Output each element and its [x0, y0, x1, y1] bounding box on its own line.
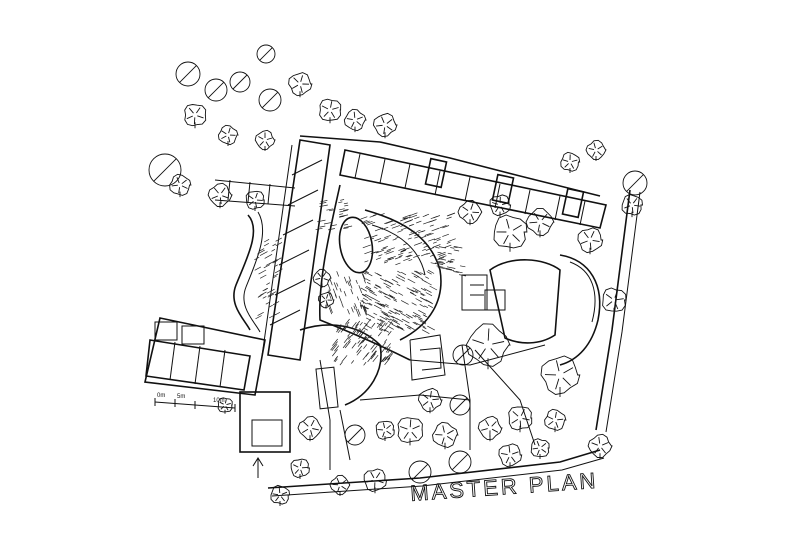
- tree-symbol-icon: [452, 344, 474, 366]
- tree-crown-icon: [432, 421, 459, 450]
- tree-crown-icon: [245, 190, 265, 211]
- east-curved-building: [461, 254, 601, 366]
- tree-crown-icon: [297, 415, 323, 442]
- scale-label-0: 0m: [157, 393, 165, 399]
- tree-crown-icon: [577, 227, 604, 255]
- tree-crown-icon: [417, 387, 443, 414]
- site-boundary: [267, 135, 641, 497]
- tree-crown-icon: [207, 182, 233, 209]
- tree-crown-icon: [329, 474, 351, 496]
- tree-crown-icon: [290, 458, 310, 479]
- drawing-title: MASTER PLAN: [409, 468, 599, 506]
- scale-label-10: 10m: [213, 398, 225, 404]
- tree-crown-icon: [169, 173, 192, 198]
- courtyard-hatching: [254, 199, 467, 366]
- tree-crown-icon: [184, 104, 207, 129]
- tree-crown-icon: [587, 433, 613, 460]
- tree-symbol-icon: [408, 460, 432, 484]
- tree-crown-icon: [621, 194, 644, 218]
- tree-crown-icon: [288, 72, 313, 98]
- tree-crown-icon: [525, 208, 555, 238]
- left-long-building: [261, 139, 331, 361]
- north-arrow-icon: [252, 457, 264, 478]
- tree-crown-icon: [540, 355, 581, 397]
- tree-crown-icon: [560, 151, 581, 173]
- tree-symbol-icon: [229, 71, 251, 93]
- tree-crown-icon: [372, 112, 398, 139]
- tree-symbol-icon: [148, 153, 182, 187]
- tree-symbol-icon: [448, 450, 472, 474]
- tree-crown-icon: [530, 438, 550, 459]
- scale-label-5: 5m: [177, 394, 185, 400]
- tree-crown-icon: [498, 443, 523, 469]
- tree-crown-icon: [217, 124, 239, 146]
- tree-crown-icon: [602, 287, 627, 315]
- tree-crown-icon: [489, 194, 512, 218]
- tree-crown-icon: [477, 415, 503, 442]
- left-wing-building: [144, 317, 291, 453]
- tree-symbol-icon: [344, 424, 366, 446]
- top-building-block: [339, 149, 607, 229]
- tree-crown-icon: [397, 417, 423, 446]
- tree-crown-icon: [375, 420, 395, 441]
- tree-crown-icon: [343, 108, 367, 133]
- tree-crown-icon: [457, 199, 483, 226]
- tree-symbol-icon: [622, 170, 648, 196]
- tree-crown-icon: [319, 98, 342, 124]
- tree-layer: [148, 44, 648, 506]
- tree-crown-icon: [493, 214, 528, 252]
- tree-crown-icon: [363, 468, 388, 494]
- central-courtyard-structure: [299, 184, 446, 406]
- tree-crown-icon: [465, 323, 511, 370]
- tree-crown-icon: [544, 408, 567, 433]
- tree-symbol-icon: [449, 394, 471, 416]
- scale-bar: 0m 5m 10m: [154, 393, 236, 412]
- tree-crown-icon: [254, 129, 276, 151]
- tree-symbol-icon: [175, 61, 201, 87]
- tree-crown-icon: [585, 139, 607, 161]
- tree-crown-icon: [317, 291, 335, 309]
- curved-west-facade: [214, 179, 296, 333]
- tree-crown-icon: [312, 268, 332, 288]
- tree-symbol-icon: [258, 88, 282, 112]
- tree-crown-icon: [508, 406, 533, 433]
- tree-symbol-icon: [256, 44, 276, 64]
- tree-symbol-icon: [204, 78, 228, 102]
- tree-crown-icon: [270, 484, 291, 506]
- south-radial-pathways: [315, 344, 546, 470]
